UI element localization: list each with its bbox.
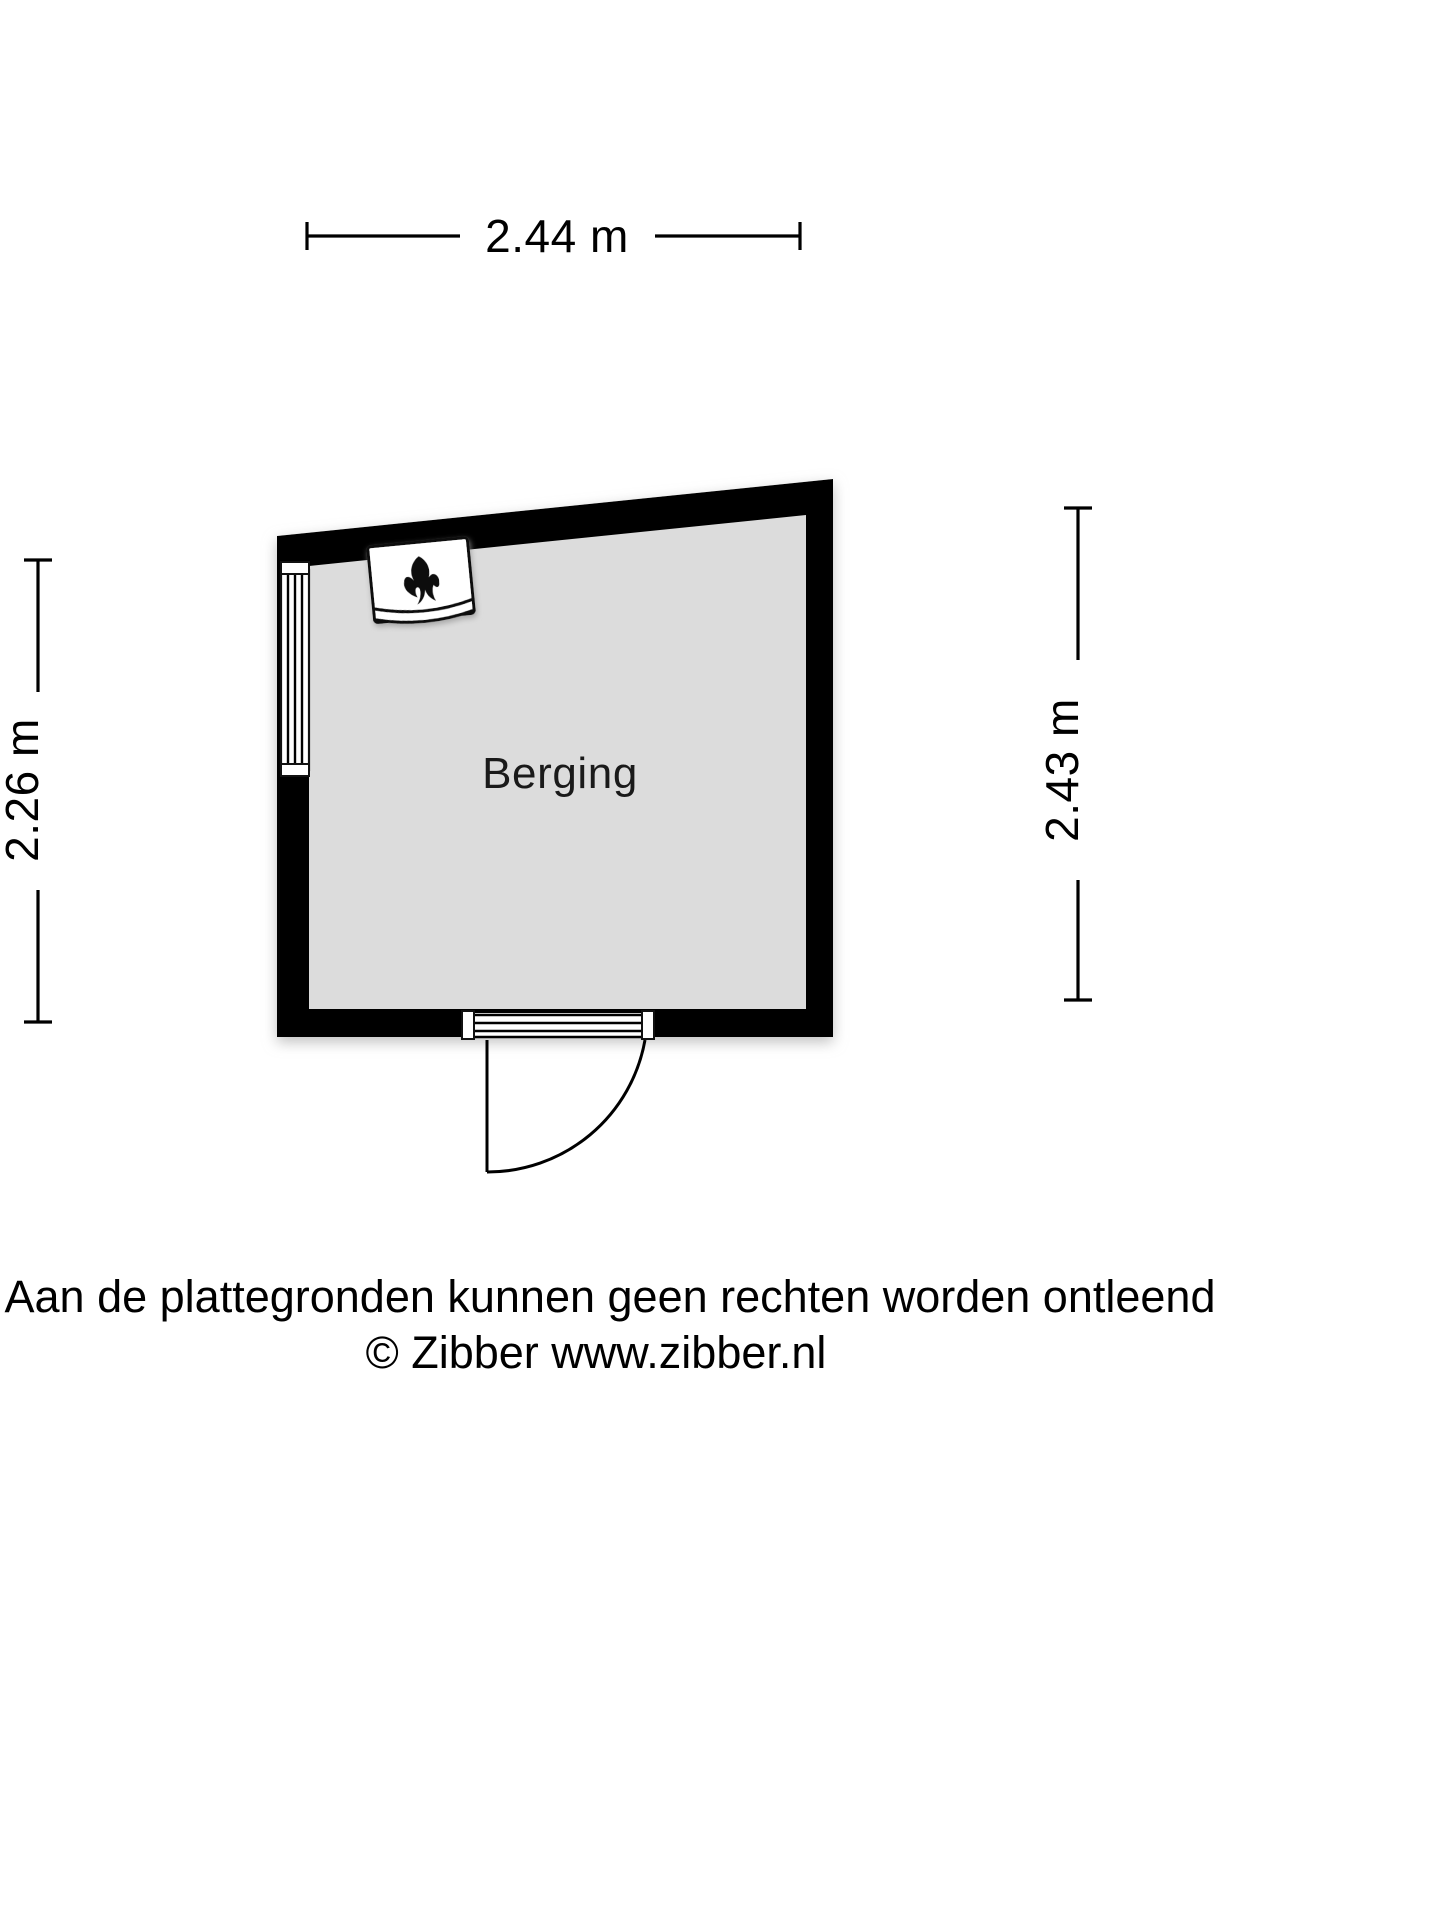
door-opening bbox=[468, 1013, 648, 1038]
door-swing-arc bbox=[486, 1039, 647, 1174]
room-label-berging: Berging bbox=[482, 749, 638, 798]
caption-line-2: © Zibber www.zibber.nl bbox=[366, 1327, 827, 1378]
dimension-top: 2.44 m bbox=[305, 210, 802, 262]
dimension-right-label: 2.43 m bbox=[1036, 698, 1088, 842]
window-jamb-top bbox=[280, 561, 310, 575]
boiler-flame-glyph bbox=[404, 556, 440, 605]
room-floor bbox=[309, 515, 806, 1009]
window-icon bbox=[279, 561, 311, 777]
dimension-left-label: 2.26 m bbox=[0, 718, 48, 862]
boiler-base bbox=[371, 597, 476, 624]
window-jamb-bottom bbox=[280, 763, 310, 777]
door-jamb-right bbox=[641, 1010, 655, 1040]
dimension-left: 2.26 m bbox=[0, 558, 52, 1024]
boiler-icon bbox=[366, 536, 476, 624]
dimension-top-label: 2.44 m bbox=[485, 210, 629, 262]
dimension-right: 2.43 m bbox=[1036, 506, 1092, 1002]
caption-line-1: Aan de plattegronden kunnen geen rechten… bbox=[5, 1271, 1216, 1322]
door-icon bbox=[461, 1010, 655, 1174]
door-jamb-left bbox=[461, 1010, 475, 1040]
